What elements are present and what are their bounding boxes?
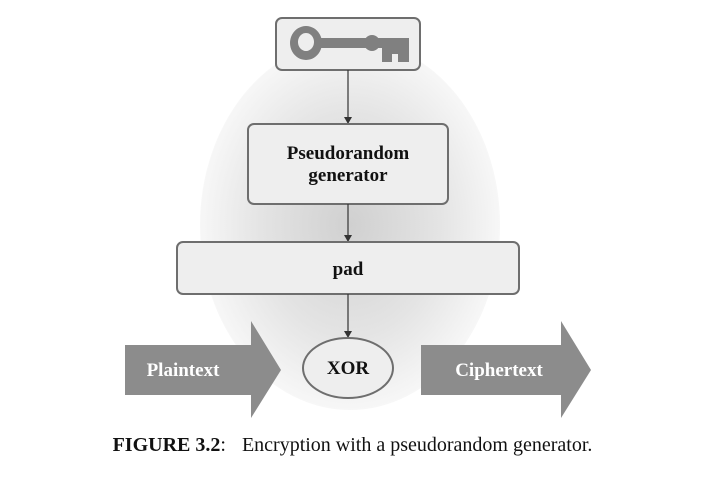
xor-node: XOR xyxy=(302,337,394,399)
encryption-diagram: Pseudorandom generator pad Plaintext XOR… xyxy=(125,17,591,418)
xor-label: XOR xyxy=(327,358,370,379)
ciphertext-label: Ciphertext xyxy=(455,360,543,381)
generator-label-line1: Pseudorandom xyxy=(287,143,410,164)
key-icon xyxy=(290,26,409,62)
figure-caption: FIGURE 3.2:Encryption with a pseudorando… xyxy=(112,434,593,456)
plaintext-label: Plaintext xyxy=(147,360,220,381)
key-box xyxy=(275,17,421,71)
ciphertext-arrow: Ciphertext xyxy=(421,321,591,418)
caption-text: Encryption with a pseudorandom generator… xyxy=(241,434,593,456)
generator-box: Pseudorandom generator xyxy=(247,123,449,205)
caption-label: FIGURE 3.2 xyxy=(112,434,221,456)
generator-label-line2: generator xyxy=(308,165,388,186)
pad-label: pad xyxy=(333,259,364,280)
plaintext-arrow: Plaintext xyxy=(125,321,281,418)
pad-box: pad xyxy=(176,241,520,295)
